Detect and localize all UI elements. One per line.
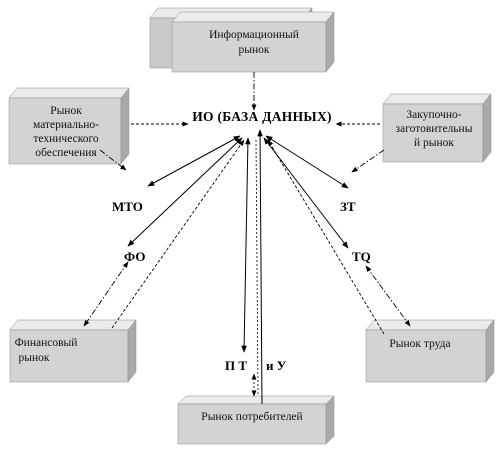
- information-market-label-1: Информационный: [209, 29, 299, 41]
- procurement-market-box: [382, 93, 492, 163]
- procurement-market-label-3: й рынок: [414, 137, 454, 149]
- finance-market-label-2: рынок: [19, 352, 50, 364]
- mto-market-label-2: материально-: [33, 119, 99, 131]
- mto-market-label-1: Рынок: [50, 105, 82, 117]
- finance-market-box: [9, 319, 137, 383]
- information-market-label-2: рынок: [239, 44, 270, 56]
- mto-market-box: [8, 87, 130, 165]
- procurement-market-label-1: Закупочно-: [406, 109, 461, 121]
- finance-market-label-1: Финансовый: [15, 337, 78, 349]
- information-market-box: [149, 7, 335, 73]
- mto-market-label-4: обеспечения: [35, 147, 97, 159]
- node-zt-label: ЗТ: [340, 199, 356, 214]
- node-tq-label: TQ: [352, 249, 371, 264]
- node-mto-label: МТО: [112, 199, 143, 214]
- node-iu-label: и У: [266, 358, 287, 373]
- mto-market-label-3: технического: [33, 133, 98, 145]
- node-fo-label: ФО: [124, 249, 145, 264]
- labor-market-box: [365, 319, 495, 383]
- central-database-label: ИО (БАЗА ДАННЫХ): [192, 109, 332, 124]
- consumer-market-box: [177, 395, 335, 445]
- labor-market-label: Рынок труда: [389, 338, 450, 350]
- connections: [83, 72, 411, 405]
- consumer-market-label: Рынок потребителей: [201, 411, 302, 423]
- procurement-market-label-2: заготовительны: [396, 123, 473, 135]
- node-pt-label: П Т: [225, 358, 247, 373]
